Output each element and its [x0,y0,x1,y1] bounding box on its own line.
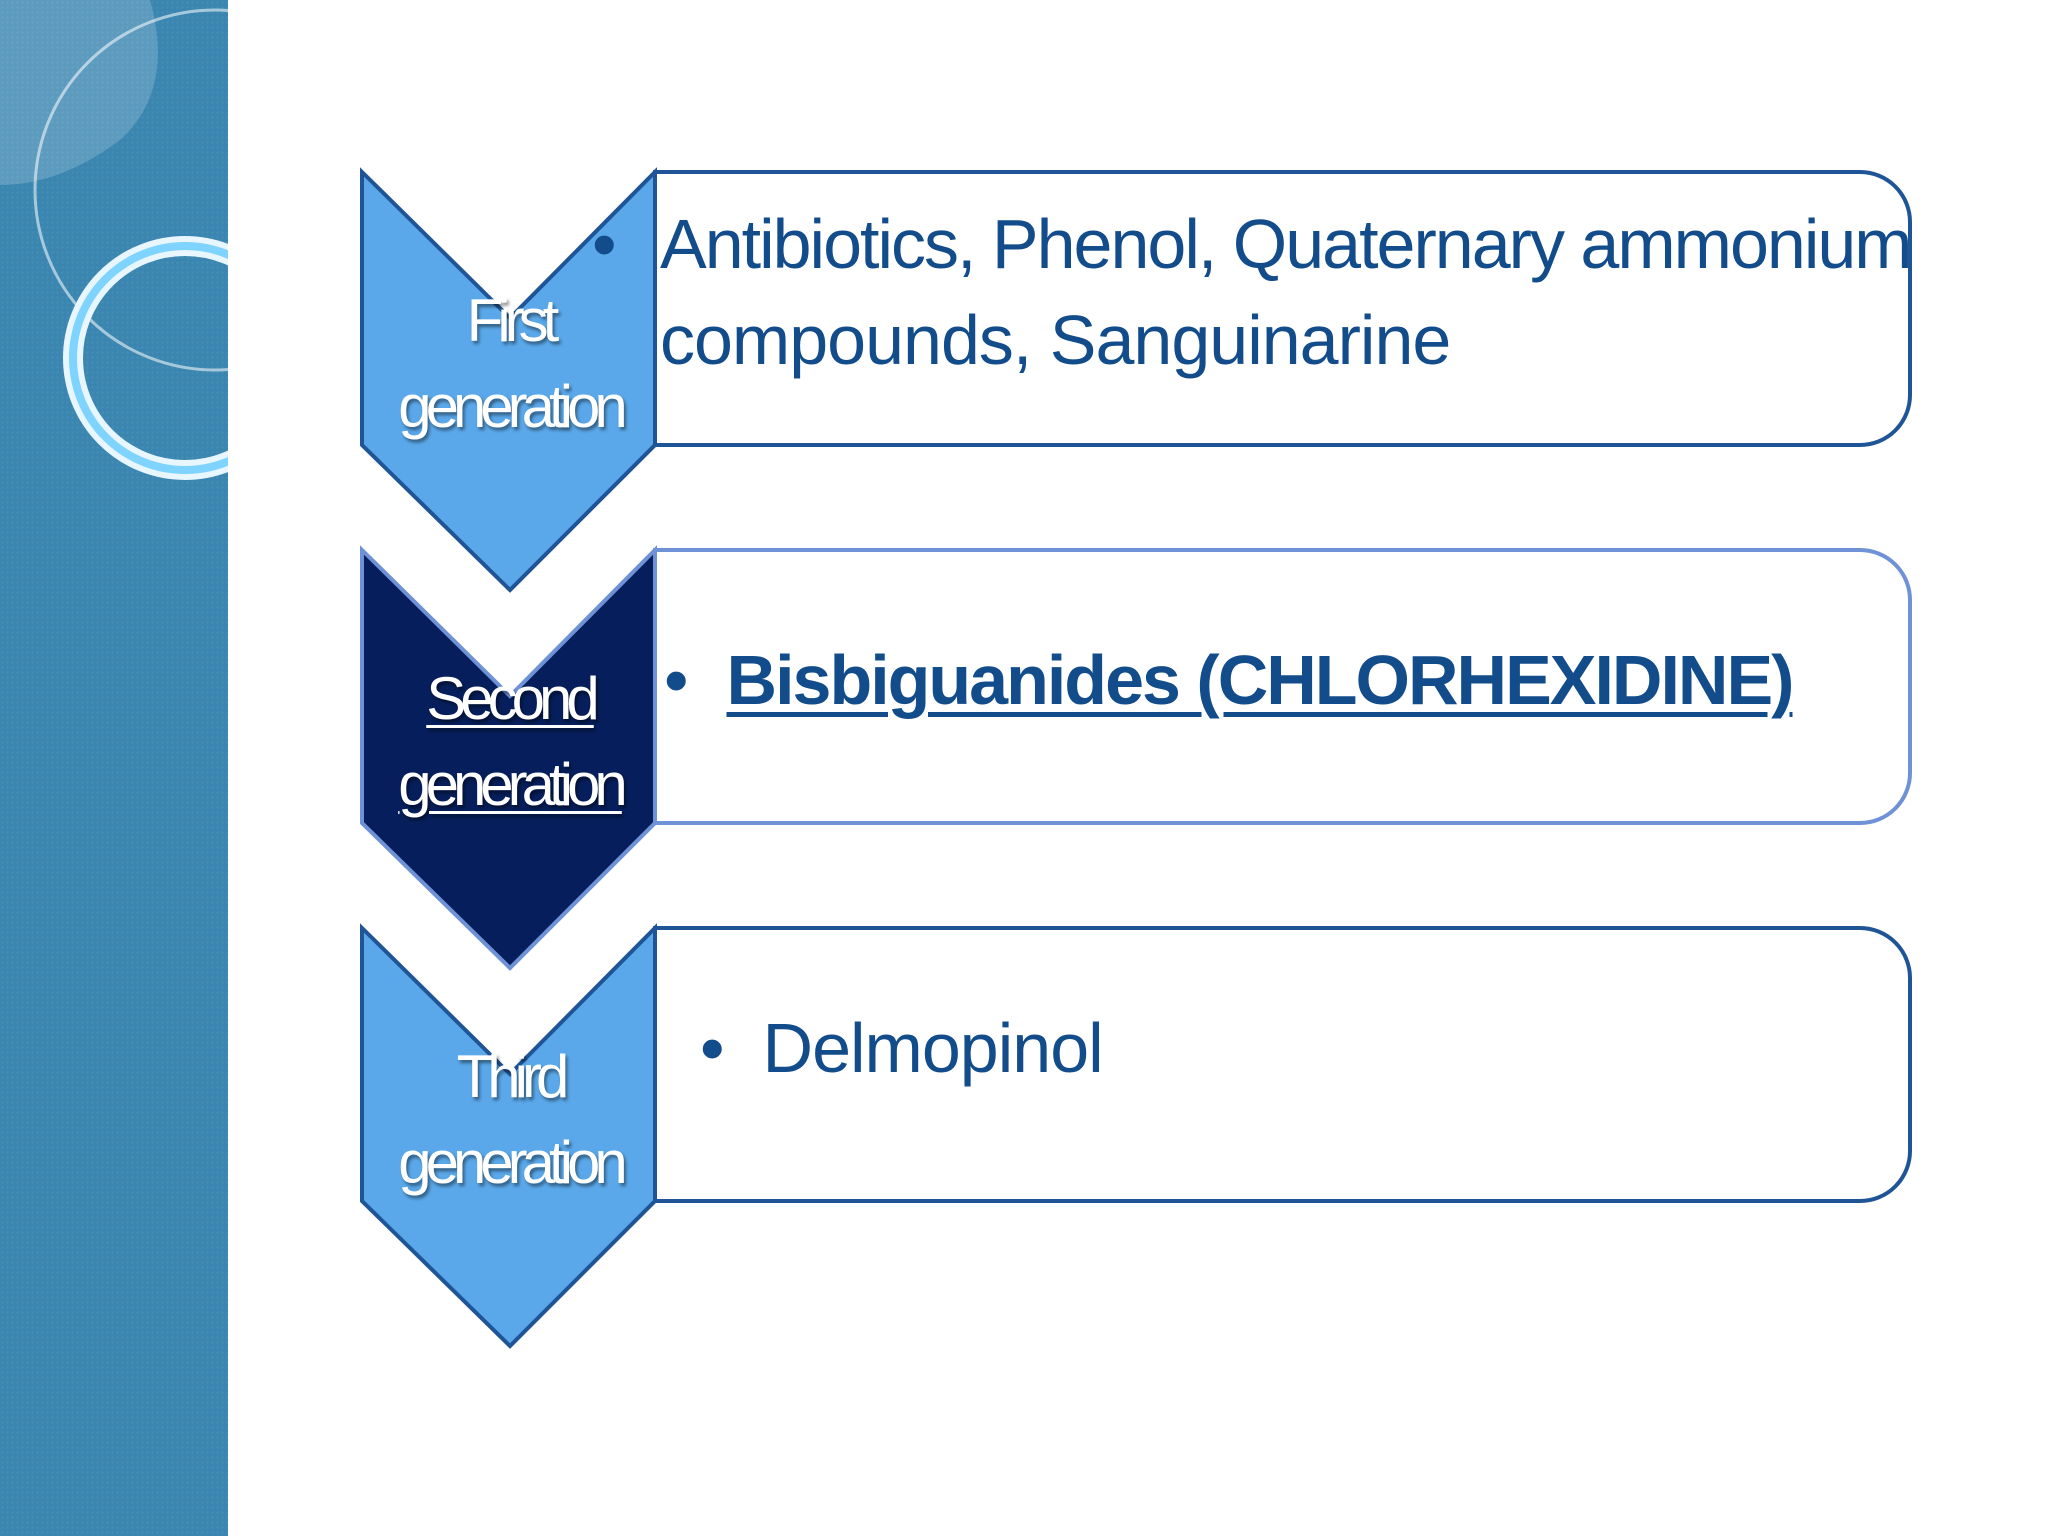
chevron-third [360,923,657,1349]
panel-first [653,170,1912,447]
decorative-circles-icon [0,0,228,480]
sidebar-decoration [0,0,228,1536]
first-generation-text: • Antibiotics, Phenol, Quaternary ammoni… [592,205,1913,379]
chevron-label-first: First generation [398,287,628,440]
chevron-label-second: Second generation [360,656,660,828]
chevron-second [360,545,657,971]
link-second-generation[interactable]: Second [426,665,600,732]
link-second-generation-2[interactable]: generation [398,751,628,818]
panel-second [653,548,1912,825]
second-generation-text: •Bisbiguanides (CHLORHEXIDINE) [664,641,1795,719]
panel-third [653,926,1912,1203]
chevron-first [360,167,657,593]
chlorhexidine-link[interactable]: Bisbiguanides (CHLORHEXIDINE) [726,641,1795,719]
third-generation-text: •Delmopinol [700,1009,1104,1087]
chevron-label-third: Third generation [398,1043,628,1196]
